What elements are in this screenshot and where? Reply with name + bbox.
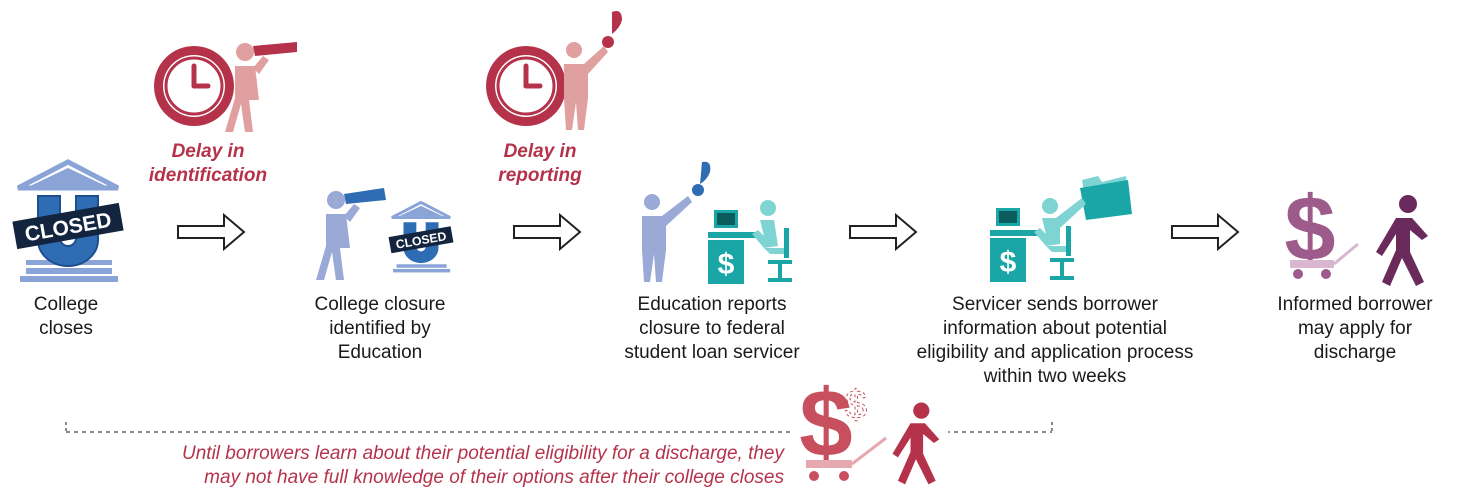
folder-icon xyxy=(1080,176,1132,220)
step-1-label: College closes xyxy=(33,294,99,339)
clock-icon xyxy=(486,46,566,126)
delay-identification-label: Delay in identification xyxy=(148,141,268,186)
dollar-cart-icon: $ $ xyxy=(792,370,896,481)
pulling-person-icon xyxy=(881,402,949,485)
step-3-label: Education reports closure to federal stu… xyxy=(624,294,800,363)
clock-icon xyxy=(154,46,234,126)
step-2-label: College closure identified by Education xyxy=(314,294,446,363)
delay-reporting-label: Delay in reporting xyxy=(498,141,582,186)
pulling-person-icon xyxy=(1376,195,1428,286)
dollar-cart-icon: $ xyxy=(1284,178,1359,280)
arrow-right-icon xyxy=(848,212,918,257)
timeline-bracket xyxy=(65,422,1053,434)
svg-text:$: $ xyxy=(845,383,867,427)
svg-text:$: $ xyxy=(718,248,735,281)
announcing-person-icon xyxy=(564,11,622,130)
college-closed-icon: CLOSED xyxy=(388,200,454,273)
arrow-right-icon xyxy=(512,212,582,257)
telescope-person-icon xyxy=(225,42,297,132)
arrow-right-icon xyxy=(176,212,246,257)
servicer-desk-icon: $ xyxy=(708,200,792,284)
telescope-person-icon xyxy=(316,188,386,280)
svg-text:$: $ xyxy=(1000,246,1017,279)
servicer-desk-icon: $ xyxy=(990,198,1086,282)
step-5-label: Informed borrower may apply for discharg… xyxy=(1277,294,1433,363)
bottom-note: Until borrowers learn about their potent… xyxy=(182,443,784,488)
step-4-label: Servicer sends borrower information abou… xyxy=(916,294,1194,387)
announcing-person-icon xyxy=(642,161,711,282)
college-closed-icon: CLOSED xyxy=(12,159,124,282)
arrow-right-icon xyxy=(1170,212,1240,257)
svg-text:$: $ xyxy=(799,370,852,477)
